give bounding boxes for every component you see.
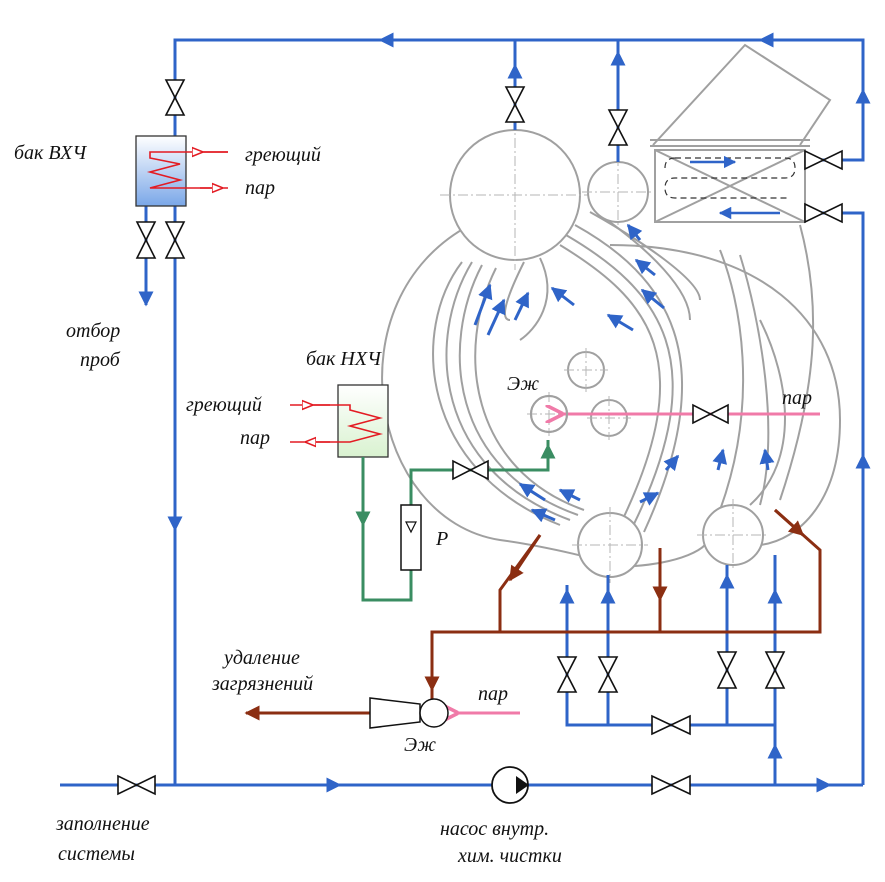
- valve-icon[interactable]: [716, 651, 738, 689]
- pump-label-1: насос внутр.: [440, 818, 549, 840]
- sample-label-1: отбор: [66, 320, 120, 342]
- steam-bottom-label: пар: [478, 683, 508, 705]
- sample-label-2: проб: [80, 349, 121, 371]
- lower-drum-right: [697, 499, 769, 571]
- fill-label-2: системы: [58, 843, 135, 865]
- internal-headers: [527, 348, 631, 440]
- valve-icon[interactable]: [164, 79, 186, 116]
- heating-steam-top-label-1: греющий: [245, 144, 321, 166]
- valve-icon[interactable]: [164, 221, 186, 259]
- flowmeter-label: Р: [435, 528, 448, 550]
- valve-icon[interactable]: [117, 774, 156, 796]
- ejector-bottom-label: Эж: [404, 734, 436, 756]
- valve-icon[interactable]: [597, 656, 619, 693]
- valve-icon[interactable]: [804, 149, 843, 171]
- heating-steam-mid-label-2: пар: [240, 427, 270, 449]
- drain-lines: [244, 508, 822, 721]
- removal-label-2: загрязнений: [211, 673, 313, 695]
- valves: [117, 79, 843, 796]
- tank-vhch: [135, 135, 228, 207]
- valve-icon[interactable]: [452, 459, 489, 481]
- valve-icon[interactable]: [804, 202, 843, 224]
- separator-drum: [582, 156, 654, 228]
- valve-icon[interactable]: [135, 221, 157, 259]
- lower-drum-left: [572, 507, 648, 583]
- internal-flow-arrows: [473, 223, 775, 523]
- labels: бак ВХЧ греющий пар отбор проб бак НХЧ г…: [14, 142, 812, 867]
- tank-vhch-label: бак ВХЧ: [14, 142, 87, 164]
- ejector-inner-icon: [530, 395, 568, 433]
- pump-label-2: хим. чистки: [457, 845, 562, 867]
- valve-icon[interactable]: [651, 774, 691, 796]
- pump-icon: [491, 766, 529, 804]
- valve-icon[interactable]: [764, 651, 786, 689]
- heating-steam-mid-label-1: греющий: [186, 394, 262, 416]
- steam-right-label: пар: [782, 387, 812, 409]
- ejector-icon: [369, 697, 449, 729]
- superheater-block: [650, 43, 832, 223]
- removal-label-1: удаление: [222, 647, 300, 669]
- valve-icon[interactable]: [504, 86, 526, 123]
- upper-drum: [440, 120, 590, 270]
- flowmeter-icon: [400, 504, 422, 571]
- valve-icon[interactable]: [607, 109, 629, 146]
- ejector-inner-label: Эж: [507, 373, 539, 395]
- tank-nhch: [290, 384, 389, 458]
- tank-nhch-label: бак НХЧ: [306, 348, 382, 370]
- heating-steam-top-label-2: пар: [245, 177, 275, 199]
- fill-label-1: заполнение: [55, 813, 150, 835]
- valve-icon[interactable]: [556, 656, 578, 693]
- valve-icon[interactable]: [651, 714, 691, 736]
- steam-lines: [455, 414, 820, 713]
- valve-icon[interactable]: [692, 403, 729, 425]
